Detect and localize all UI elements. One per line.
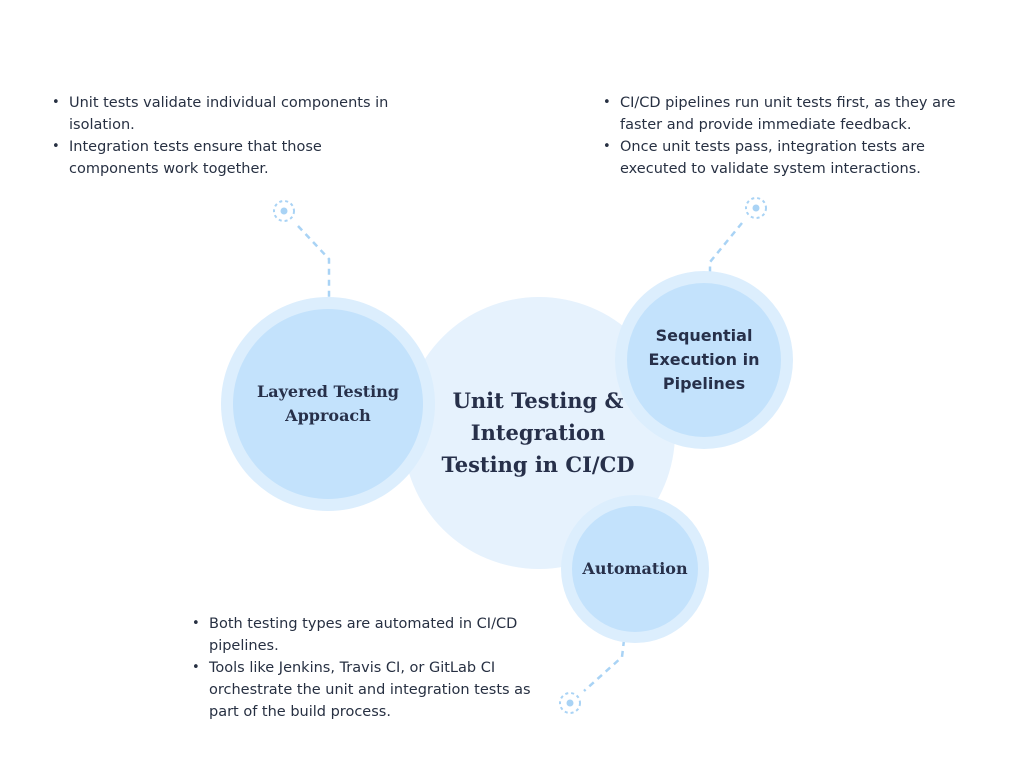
connector-sequential [708, 197, 767, 282]
node-automation-label: Automation [582, 559, 688, 578]
node-sequential: Sequential Execution in Pipelines [627, 283, 781, 437]
center-hub-label: Unit Testing & Integration Testing in CI… [441, 388, 635, 477]
bullets-sequential: CI/CD pipelines run unit tests first, as… [603, 92, 958, 180]
bullets-automation: Both testing types are automated in CI/C… [192, 613, 537, 723]
node-layered: Layered Testing Approach [233, 309, 423, 499]
bullet-item: Unit tests validate individual component… [52, 92, 397, 136]
bullets-layered: Unit tests validate individual component… [52, 92, 397, 180]
connector-layered [273, 200, 331, 306]
bullet-item: Both testing types are automated in CI/C… [192, 613, 537, 657]
bullet-item: Tools like Jenkins, Travis CI, or GitLab… [192, 657, 537, 723]
node-automation: Automation [572, 506, 698, 632]
node-layered-label: Layered Testing Approach [256, 382, 399, 425]
bullet-item: Once unit tests pass, integration tests … [603, 136, 958, 180]
connector-automation [559, 639, 626, 714]
bullet-item: Integration tests ensure that those comp… [52, 136, 397, 180]
node-sequential-label: Sequential Execution in Pipelines [648, 326, 760, 393]
bullet-item: CI/CD pipelines run unit tests first, as… [603, 92, 958, 136]
